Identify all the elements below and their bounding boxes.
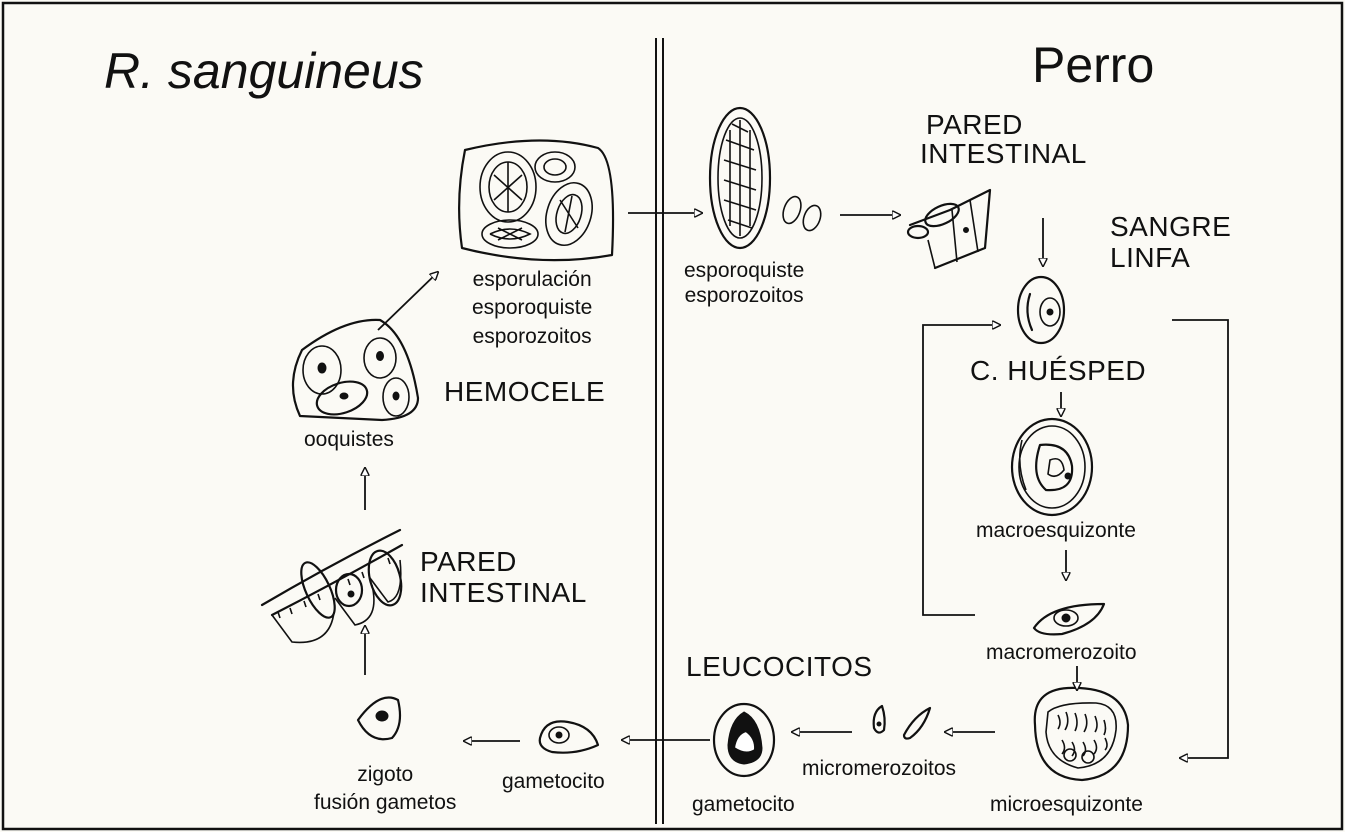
leucocyte-gametocyte-icon [714,704,774,776]
micromerozoites-label: micromerozoitos [802,757,956,780]
tick-gametocyte-icon [540,721,598,752]
dog-host-title: Perro [1032,38,1154,93]
macroschizont-icon [1012,419,1092,515]
leucocyte-gametocyte-label: gametocito [692,793,795,816]
host-cell-icon [1018,277,1064,343]
microschizont-label: microesquizonte [990,793,1143,816]
diagram-border [3,3,1342,829]
tick-gametocyte-label: gametocito [502,770,605,793]
host-divider [656,38,663,824]
leucocytes-label: LEUCOCITOS [686,652,873,683]
macromerozoite-icon [1034,604,1104,634]
arrow-oocysts-to-sporulation [378,272,438,330]
blood-lymph-label: SANGRE LINFA [1110,212,1231,274]
zygote-icon [358,698,400,740]
oocysts-icon [293,320,418,420]
sporocyst-icon [710,108,824,248]
micromerozoites-icon [874,706,930,739]
host-cell-label: C. HUÉSPED [970,356,1146,387]
hemocoel-label: HEMOCELE [444,377,605,408]
tick-intestinal-wall-label: PARED INTESTINAL [420,546,587,609]
macroschizont-label: macroesquizonte [976,519,1136,542]
sporulation-label: esporulación esporoquiste esporozoitos [472,266,592,351]
tick-intestinal-wall-icon [262,530,407,642]
microschizont-icon [1035,688,1128,780]
dog-intestinal-wall-icon [908,190,990,268]
arrow-hostcell-to-microschizont [1172,320,1228,758]
macromerozoite-label: macromerozoito [986,641,1137,664]
tick-host-title: R. sanguineus [104,44,424,99]
oocysts-label: ooquistes [304,428,394,451]
zygote-label: zigoto fusión gametos [314,761,456,818]
dog-intestinal-wall-label: PARED INTESTINAL [920,110,1087,169]
dog-sporocyst-label: esporoquiste esporozoitos [684,258,804,308]
sporulating-oocyst-icon [459,140,613,260]
